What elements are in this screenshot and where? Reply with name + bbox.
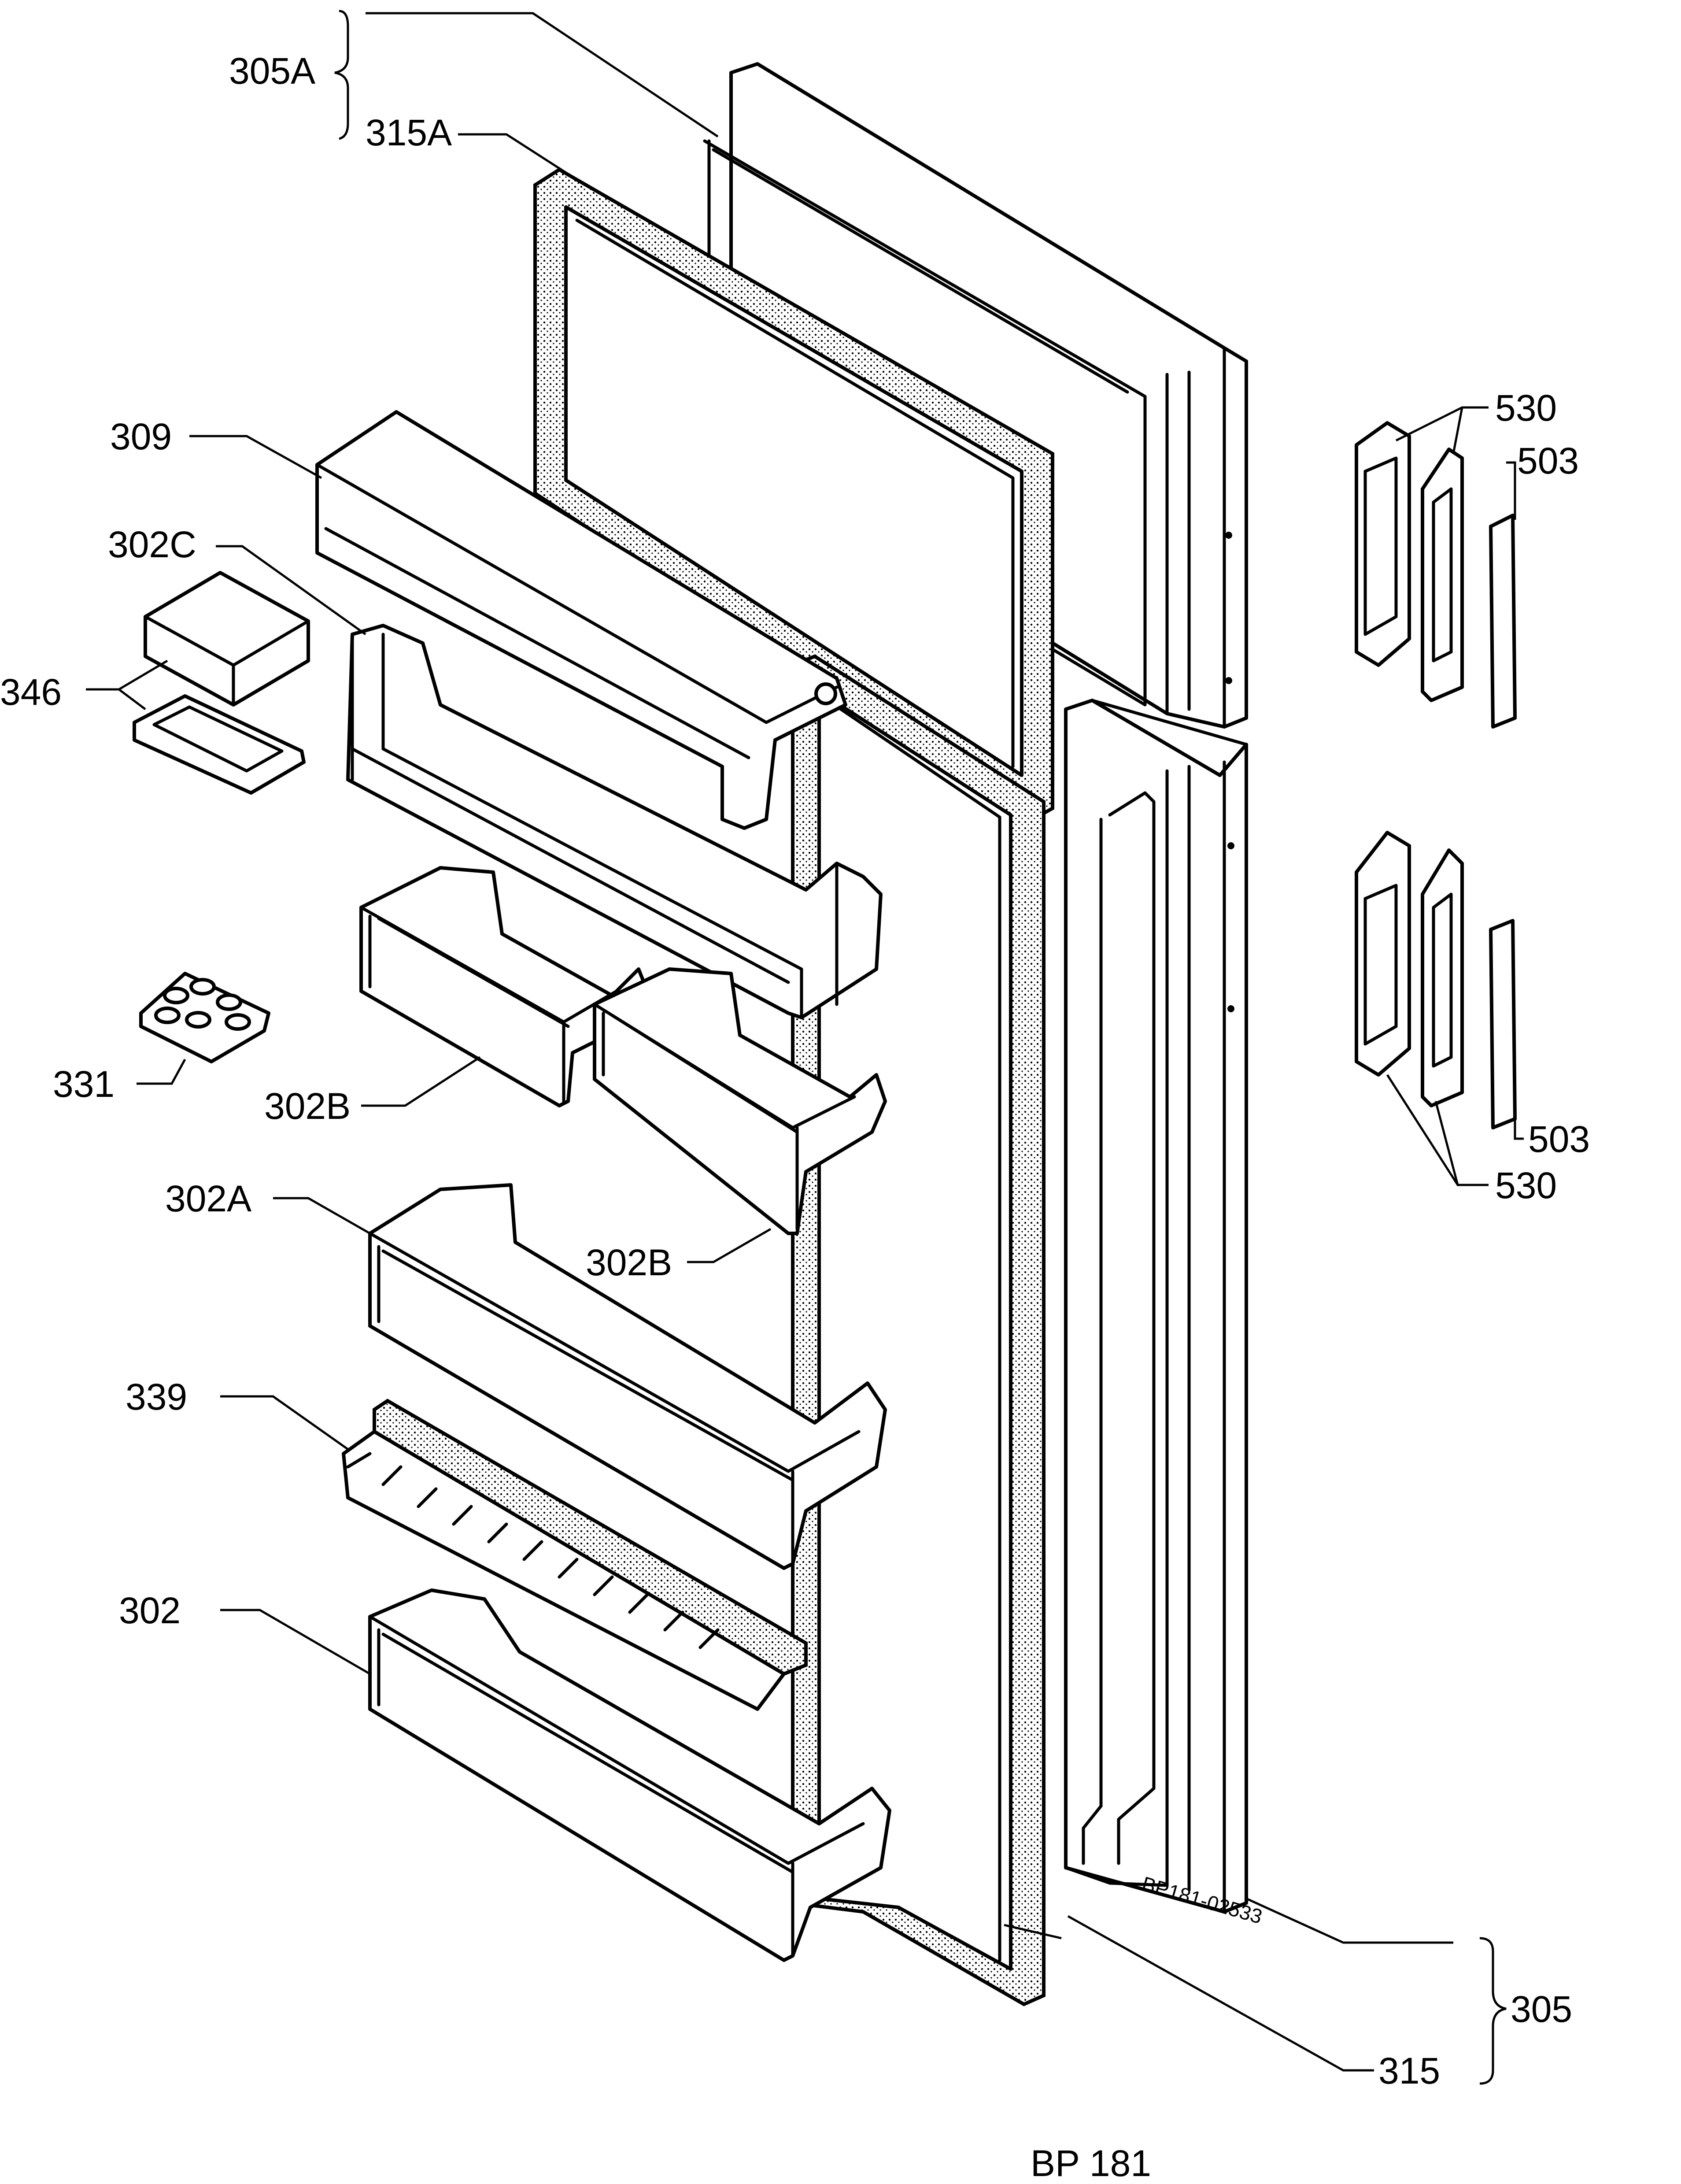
label-309: 309	[110, 416, 172, 457]
hinge-set-top	[1355, 421, 1517, 729]
label-305: 305	[1511, 1988, 1572, 2030]
label-305A: 305A	[229, 50, 315, 92]
label-530-top: 530	[1495, 387, 1557, 429]
freezer-door-305A	[703, 62, 1248, 729]
label-331: 331	[53, 1063, 115, 1105]
label-503-top: 503	[1517, 440, 1579, 481]
label-302C: 302C	[108, 524, 196, 565]
label-530-bottom: 530	[1495, 1165, 1557, 1206]
hinge-set-bottom	[1355, 831, 1517, 1129]
door-bin-302	[368, 1588, 891, 1962]
bottle-retainer-339	[342, 1399, 808, 1711]
door-bin-302A	[368, 1183, 887, 1570]
leader-lines	[86, 10, 1524, 2085]
label-339: 339	[126, 1376, 187, 1418]
label-503-bottom: 503	[1528, 1118, 1590, 1160]
label-302: 302	[119, 1590, 181, 1631]
door-shelf-302C	[346, 624, 883, 1019]
fridge-door-305	[1064, 699, 1248, 1914]
label-315: 315	[1378, 2050, 1440, 2091]
label-315A: 315A	[366, 112, 452, 153]
egg-tray-331	[139, 972, 270, 1063]
dairy-compartment-flap-309	[315, 410, 847, 830]
label-302A: 302A	[165, 1178, 251, 1219]
label-346: 346	[0, 671, 62, 713]
door-bin-302B-right	[593, 967, 887, 1235]
diagram-code: BP 181	[1031, 2143, 1151, 2184]
freezer-door-gasket-315A	[533, 167, 1054, 822]
ice-container-346	[133, 571, 310, 795]
label-302B-right: 302B	[586, 1242, 672, 1283]
label-302B-left: 302B	[264, 1085, 351, 1127]
fridge-door-gasket-315	[791, 654, 1046, 2006]
